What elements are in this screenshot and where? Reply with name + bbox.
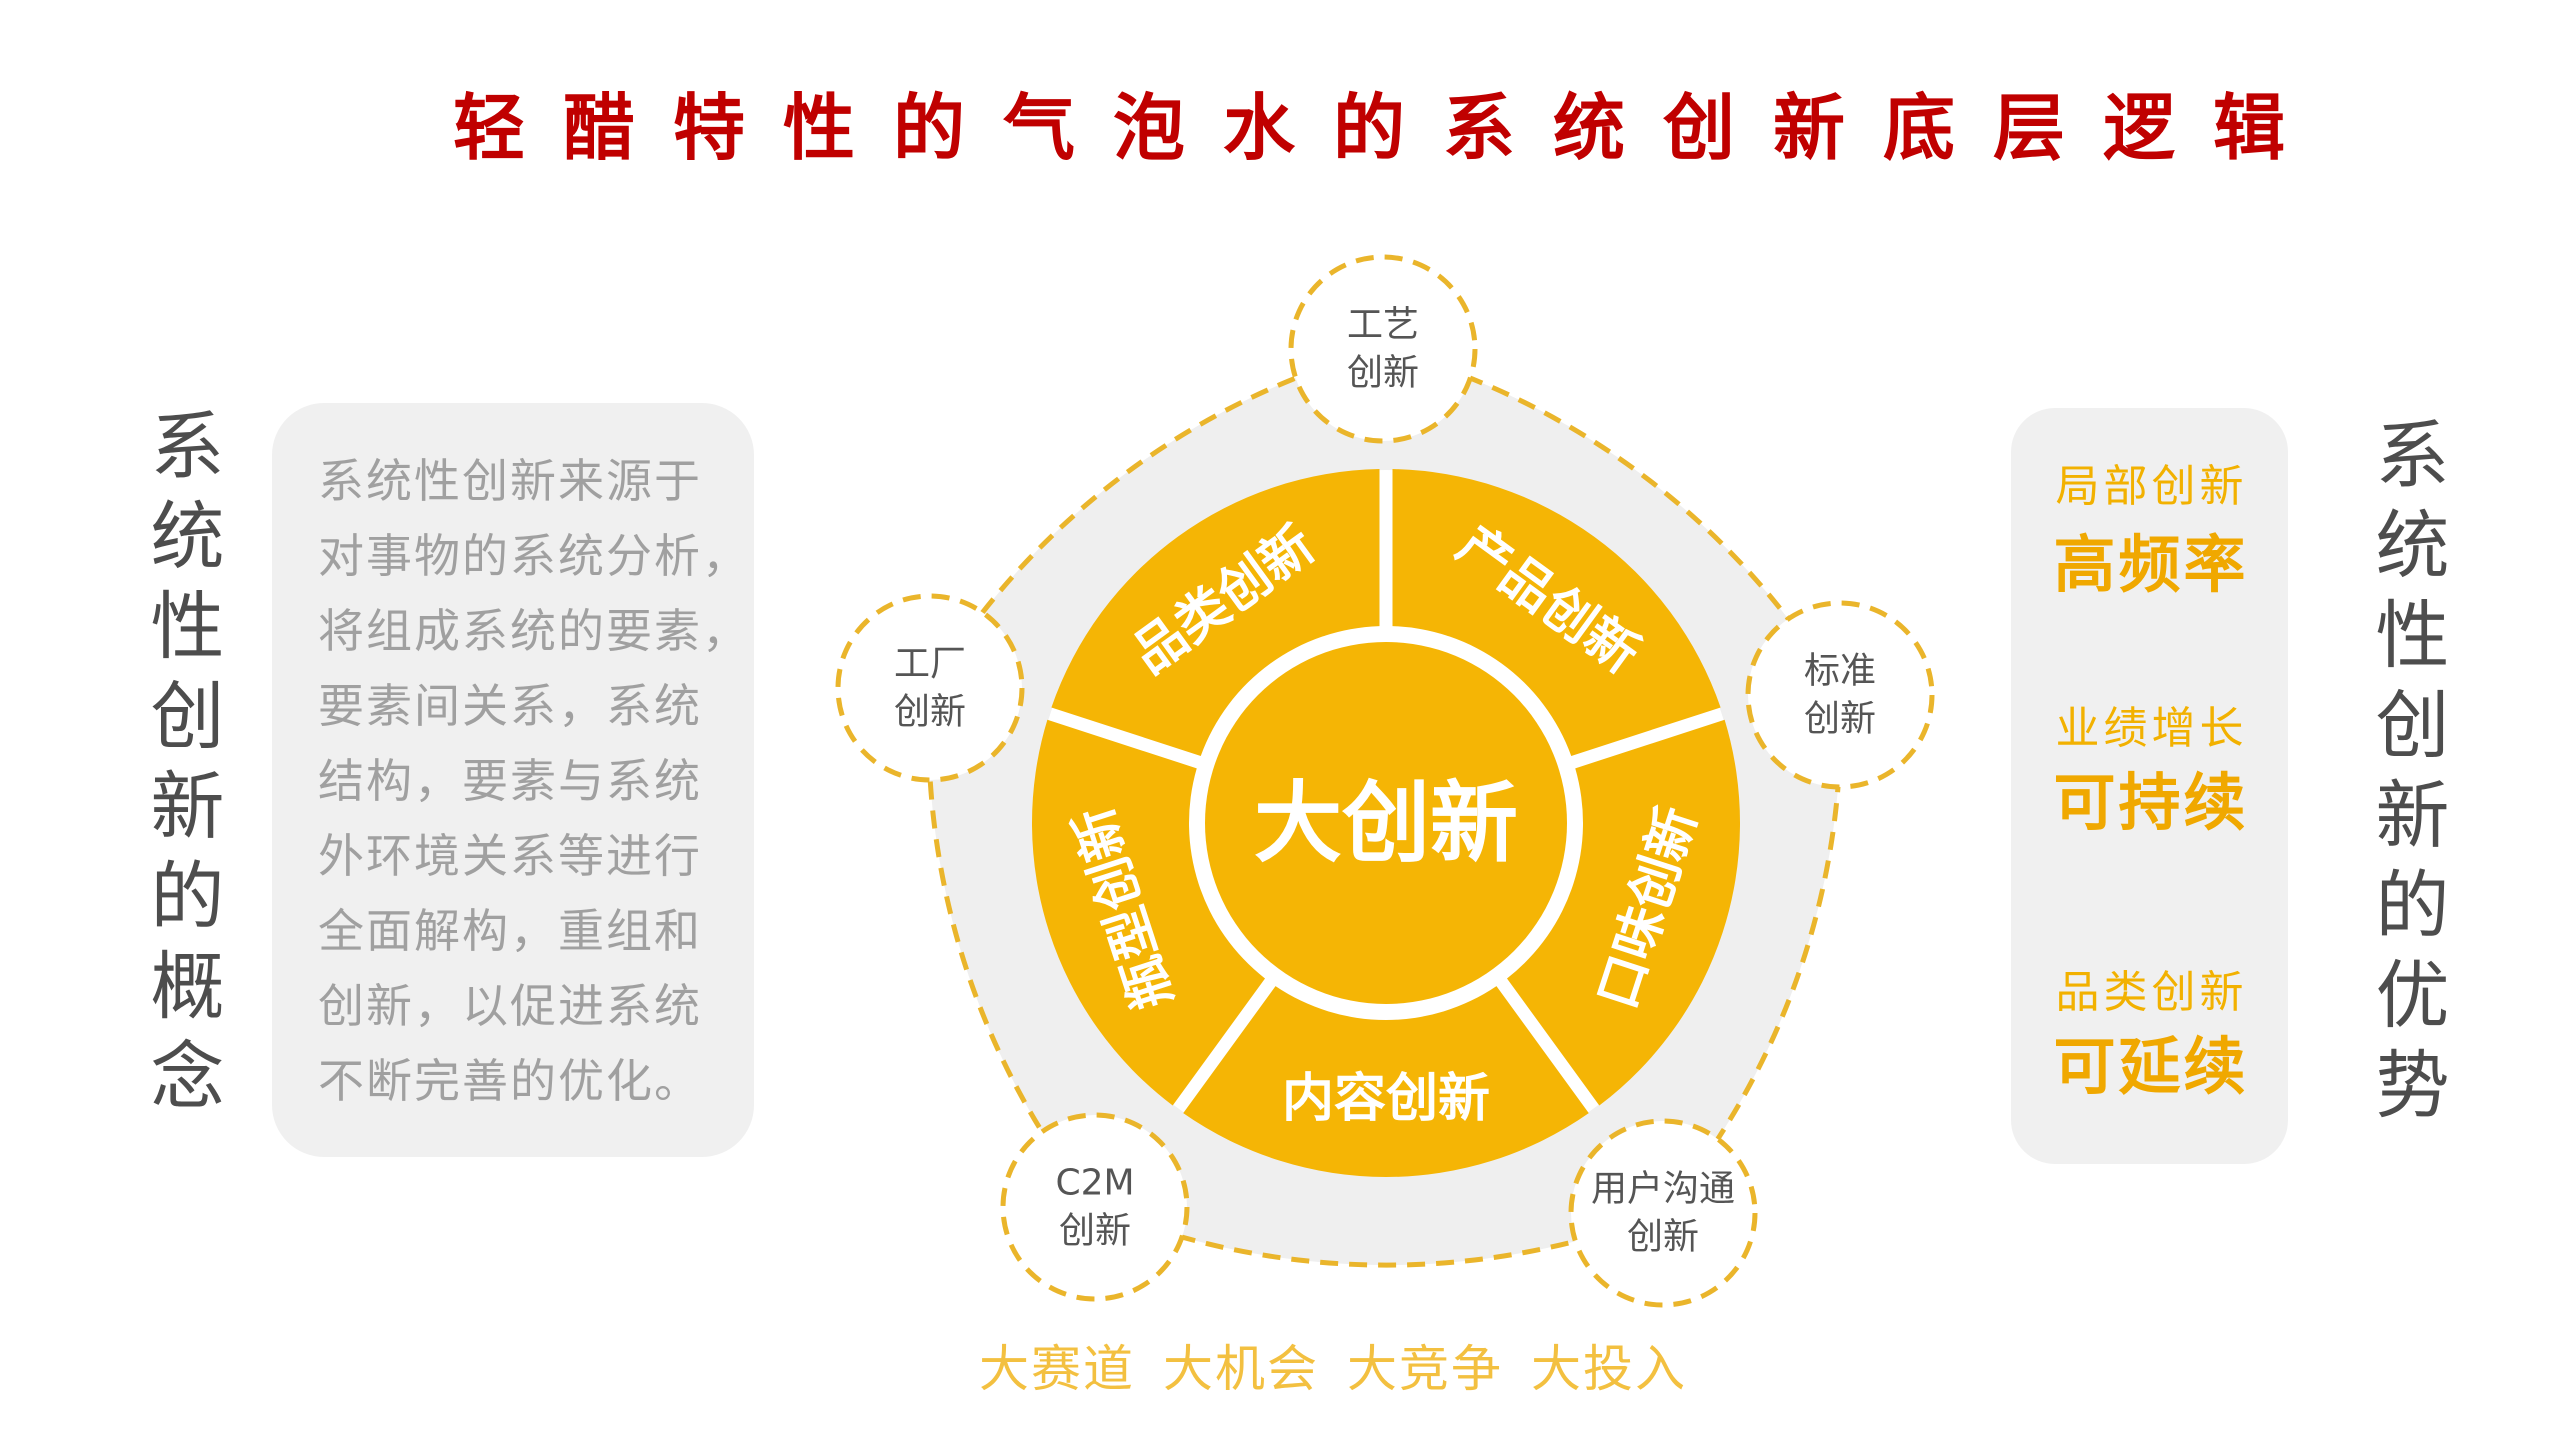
ring-segment-5 [1051,469,1380,756]
node-label-line2: 创新 [894,692,966,733]
node-c2m: C2M 创新 [1000,1112,1190,1302]
footer-item: 大赛道 [979,1340,1135,1398]
diagram-footer: 大赛道大机会大竞争大投入 [979,1339,1687,1399]
footer-item: 大机会 [1163,1340,1319,1398]
node-standard: 标准 创新 [1745,600,1935,790]
concept-line: 不断完善的优化。 [318,1054,702,1108]
segment-label-content: 内容创新 [1282,1069,1490,1129]
ring-segment-1 [1392,469,1721,756]
advantage-label: 品类创新 [2055,967,2248,1018]
ring-segment-2 [1506,719,1741,1106]
page-title: 轻醋特性的气泡水的系统创新底层逻辑 [453,86,2324,170]
advantages-heading: 系统性创新的优势 [2363,416,2449,1136]
concept-line: 对事物的系统分析， [318,529,750,583]
ring-segment-3 [1183,986,1589,1177]
node-circle [1288,254,1478,444]
node-label-line2: 创新 [1627,1217,1699,1258]
concept-line: 外环境关系等进行 [318,829,702,883]
node-circle [1568,1118,1758,1308]
concept-line: 全面解构，重组和 [318,904,702,958]
advantage-value: 可延续 [2053,1030,2249,1103]
concept-panel: 系统性创新来源于 对事物的系统分析， 将组成系统的要素， 要素间关系，系统 结构… [272,403,754,1157]
concept-line: 系统性创新来源于 [318,454,702,508]
node-label-line2: 创新 [1804,699,1876,740]
node-label-line2: 创新 [1059,1211,1131,1252]
node-circle [1745,600,1935,790]
node-label-line2: 创新 [1347,353,1419,394]
footer-item: 大投入 [1531,1340,1687,1398]
concept-line: 将组成系统的要素， [318,604,750,658]
node-label-line1: 用户沟通 [1591,1169,1735,1210]
ring-segment-4 [1031,719,1266,1106]
node-circle [1000,1112,1190,1302]
advantage-label: 业绩增长 [2055,703,2248,754]
innovation-ring [1031,469,1741,1177]
footer-item: 大竞争 [1347,1340,1503,1398]
center-label: 大创新 [1254,772,1518,875]
node-label-line1: 标准 [1804,651,1876,692]
advantage-value: 可持续 [2053,766,2249,839]
node-label-line1: 工厂 [894,644,966,685]
node-label-line1: 工艺 [1347,305,1419,346]
concept-line: 创新，以促进系统 [318,979,702,1033]
advantages-panel: 局部创新 高频率 业绩增长 可持续 品类创新 可延续 [2011,408,2288,1164]
node-factory: 工厂 创新 [835,593,1025,783]
concept-line: 要素间关系，系统 [318,679,702,733]
node-label-line1: C2M [1055,1163,1134,1204]
concept-text: 系统性创新来源于 对事物的系统分析， 将组成系统的要素， 要素间关系，系统 结构… [318,444,750,1119]
node-circle [835,593,1025,783]
concept-heading: 系统性创新的概念 [138,407,224,1127]
node-process: 工艺 创新 [1288,254,1478,444]
node-user-communication: 用户沟通 创新 [1568,1118,1758,1308]
center-circle [1205,642,1567,1004]
advantage-value: 高频率 [2053,528,2249,601]
concept-line: 结构，要素与系统 [318,754,702,808]
advantage-label: 局部创新 [2055,461,2248,512]
